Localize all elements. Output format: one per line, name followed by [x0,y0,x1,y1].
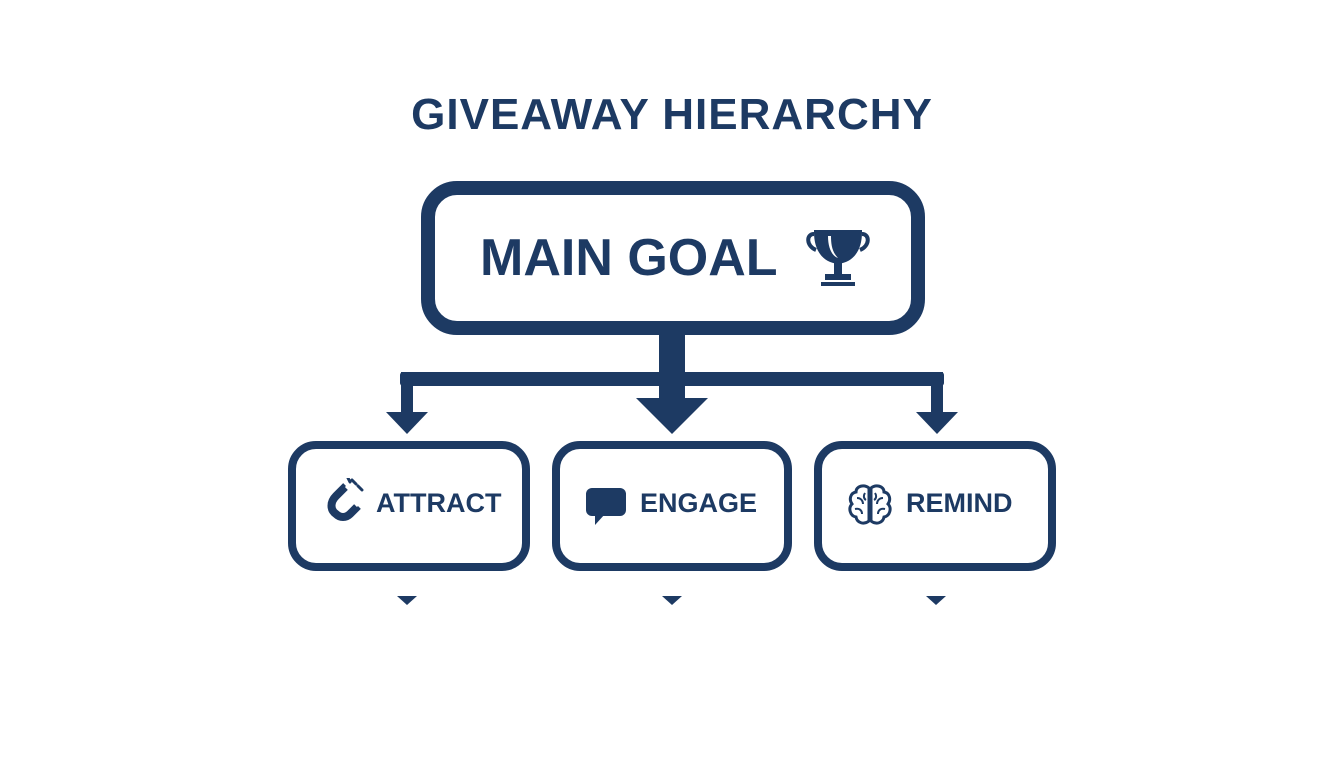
remind-box [814,441,1056,571]
left-arrowhead [386,412,428,434]
diagram-title: GIVEAWAY HIERARCHY [411,90,933,139]
brain-icon [848,484,892,525]
right-drop [931,372,943,418]
main-goal-label: MAIN GOAL [480,229,778,287]
engage-box [552,441,792,571]
attract-down-marker [397,596,417,605]
trophy-icon [806,230,870,286]
remind-label: REMIND [906,488,1013,518]
left-drop [401,372,413,418]
magnet-icon [327,478,364,521]
remind-down-marker [926,596,946,605]
right-arrowhead [916,412,958,434]
engage-down-marker [662,596,682,605]
attract-label: ATTRACT [376,488,502,518]
engage-label: ENGAGE [640,488,758,518]
center-arrowhead [636,398,708,434]
speech-bubble-icon [586,488,626,525]
center-drop [659,372,685,402]
